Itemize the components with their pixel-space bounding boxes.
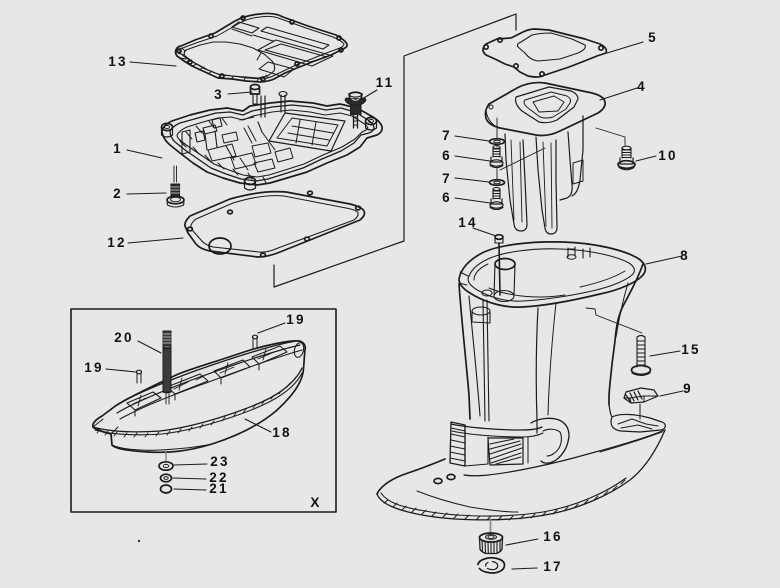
svg-text:18: 18 <box>272 425 291 440</box>
svg-text:X: X <box>310 495 321 510</box>
svg-text:16: 16 <box>543 529 562 544</box>
svg-text:19: 19 <box>84 360 103 375</box>
svg-text:6: 6 <box>442 190 452 205</box>
svg-text:10: 10 <box>658 148 677 163</box>
svg-text:15: 15 <box>681 342 700 357</box>
svg-text:14: 14 <box>458 215 477 230</box>
svg-text:2: 2 <box>113 186 123 201</box>
svg-text:17: 17 <box>543 559 562 574</box>
svg-text:4: 4 <box>637 79 647 94</box>
svg-text:13: 13 <box>108 54 127 69</box>
svg-text:11: 11 <box>376 75 395 90</box>
svg-text:22: 22 <box>209 470 228 485</box>
svg-text:12: 12 <box>107 235 126 250</box>
svg-text:21: 21 <box>209 481 228 496</box>
svg-text:1: 1 <box>113 141 123 156</box>
svg-text:19: 19 <box>286 312 305 327</box>
svg-text:5: 5 <box>648 30 658 45</box>
svg-text:6: 6 <box>442 148 452 163</box>
svg-text:7: 7 <box>442 171 452 186</box>
svg-text:8: 8 <box>680 248 690 263</box>
svg-text:23: 23 <box>210 454 229 469</box>
svg-text:3: 3 <box>214 87 224 102</box>
svg-text:20: 20 <box>114 330 133 345</box>
svg-text:9: 9 <box>683 381 693 396</box>
svg-text:7: 7 <box>442 128 452 143</box>
